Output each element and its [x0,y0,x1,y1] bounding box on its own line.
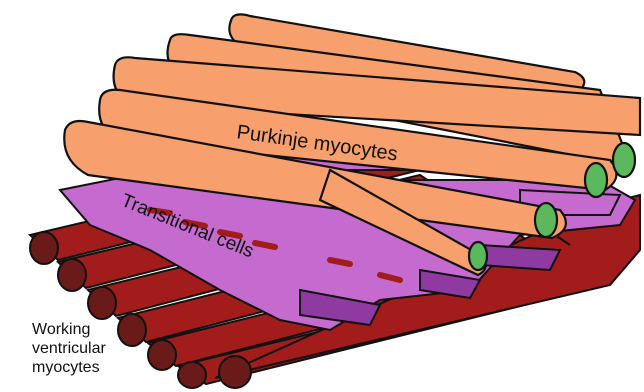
working-myocyte-end [88,287,116,319]
working-myocyte-end [148,340,176,370]
working-label-line: myocytes [32,359,100,376]
working-myocyte-end [58,259,86,291]
working-myocyte-end [118,314,146,346]
purkinje-myocyte-end [469,242,487,270]
transitional-process [480,245,560,270]
working-label: Working ventricular myocytes [32,321,110,376]
working-label-line: ventricular [32,340,106,357]
working-myocyte-end [178,362,206,388]
purkinje-myocyte-end [535,203,557,237]
working-myocyte-end [219,356,251,388]
purkinje-myocyte-end [585,163,607,197]
purkinje-myocyte-end [613,143,635,177]
working-myocyte-end [30,232,58,264]
working-label-line: Working [32,321,90,338]
